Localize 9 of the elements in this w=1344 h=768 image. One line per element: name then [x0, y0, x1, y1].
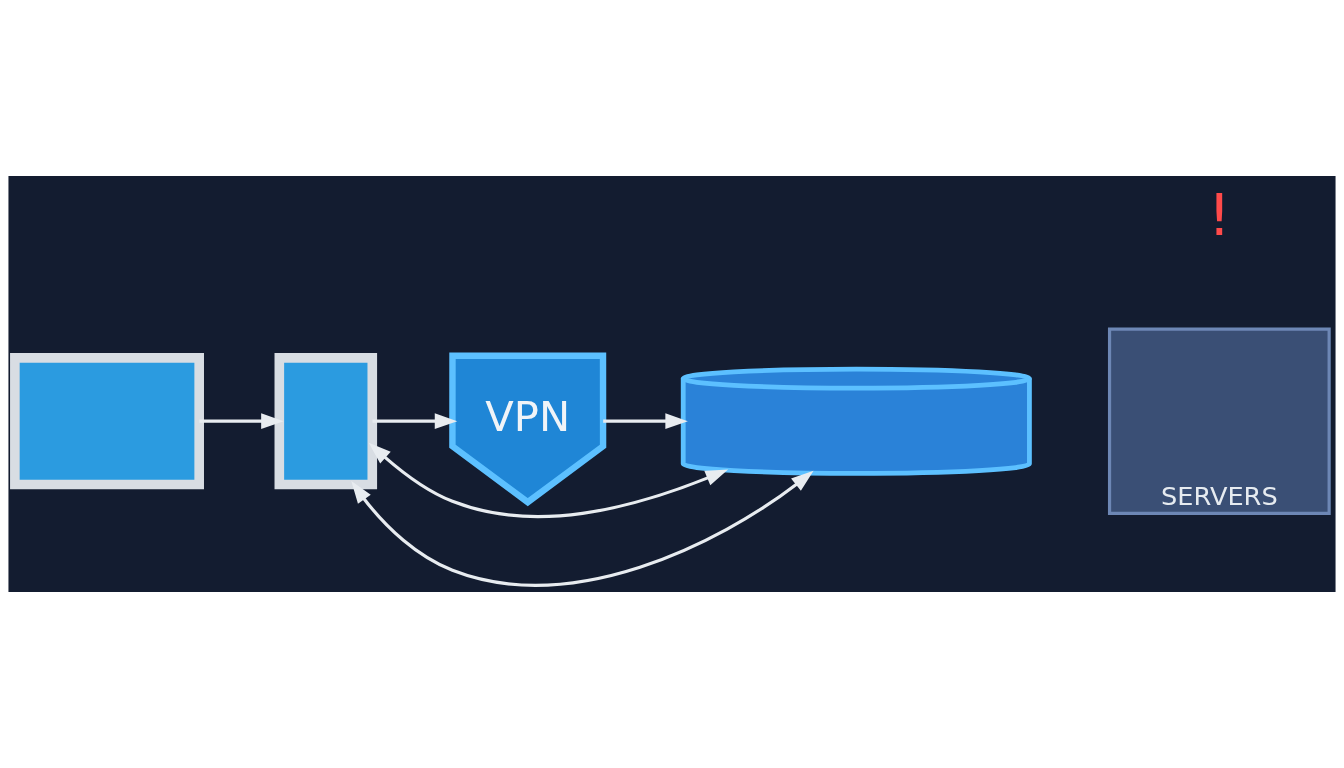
arrow [372, 413, 458, 430]
node-box: SERVERS [1107, 327, 1331, 515]
label: ! [1207, 180, 1231, 249]
node-box [274, 353, 378, 490]
arrow [199, 413, 284, 430]
arrow [368, 442, 729, 519]
arrow [603, 413, 688, 430]
node-box [10, 353, 204, 490]
arrow [351, 470, 814, 587]
